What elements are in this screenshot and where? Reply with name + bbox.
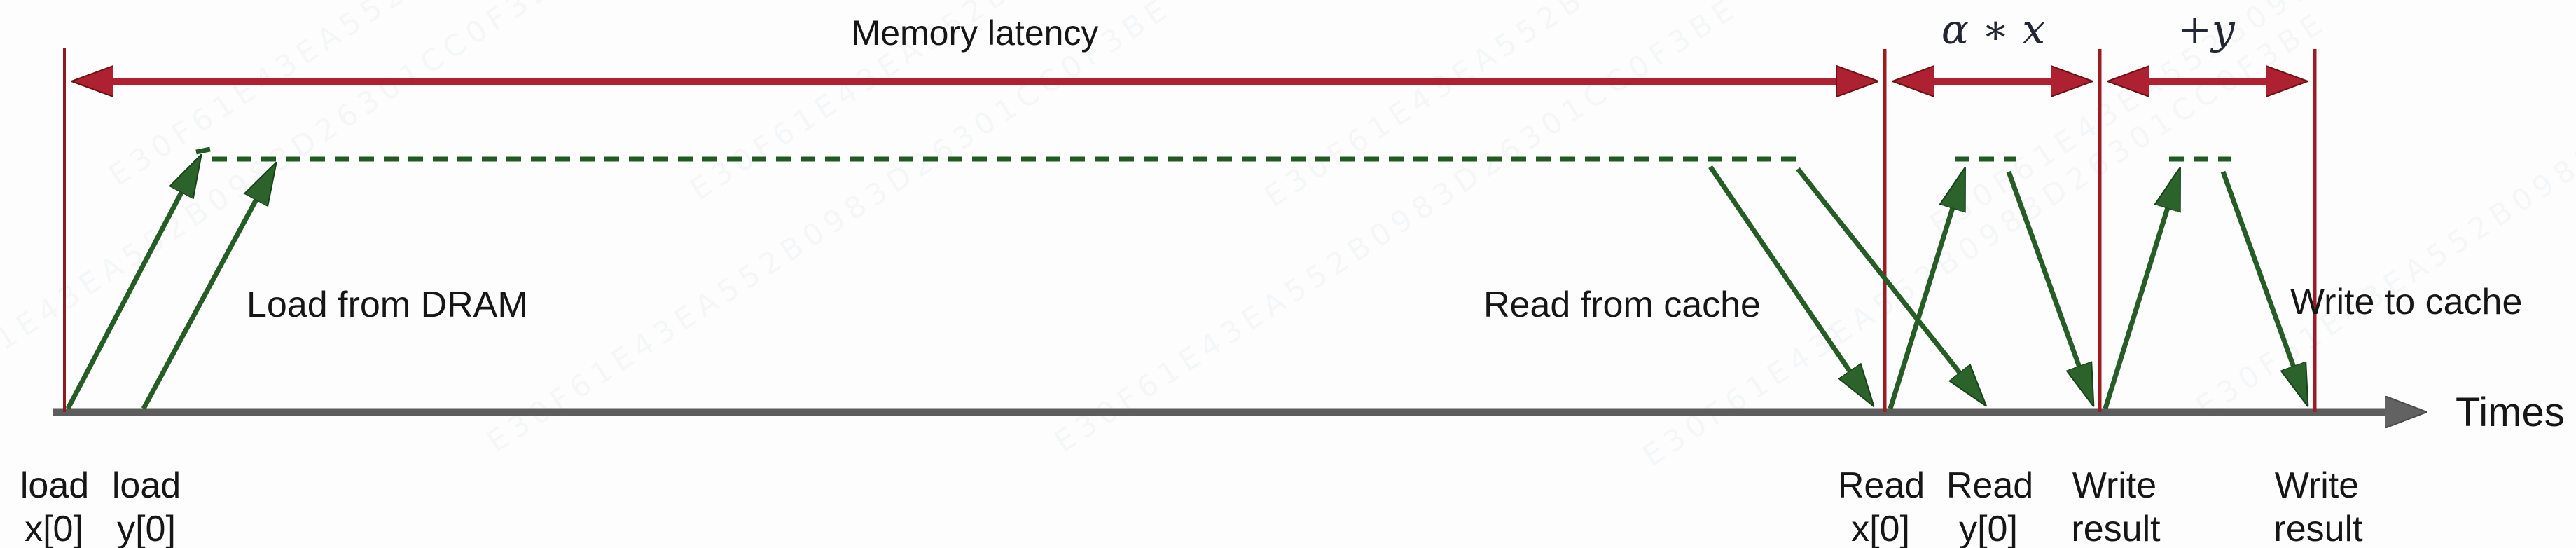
event-write-result-2-line1: Write (2275, 465, 2359, 506)
event-read-x0-line2: x[0] (1851, 509, 1910, 548)
event-read-y0-line1: Read (1946, 465, 2033, 506)
plus-y-label: +y (2177, 6, 2236, 53)
memory-latency-label: Memory latency (852, 13, 1099, 53)
load-y0-up-arrow (141, 168, 273, 410)
event-load-y0-line2: y[0] (117, 509, 176, 548)
event-write-result-2-line2: result (2273, 509, 2363, 548)
read-from-cache-label: Read from cache (1483, 285, 1761, 325)
load-from-dram-label: Load from DRAM (247, 285, 528, 325)
event-load-y0-line1: load (112, 465, 181, 506)
event-read-x0-line1: Read (1838, 465, 1925, 506)
event-write-result-1-line1: Write (2072, 465, 2156, 506)
read-y0-down-arrow (1796, 167, 1982, 401)
event-read-y0-line2: y[0] (1959, 509, 2018, 548)
write-to-cache-label: Write to cache (2290, 282, 2522, 322)
alpha-x-up-arrow (1888, 174, 1963, 410)
event-write-result-1-line2: result (2071, 509, 2161, 548)
plus-y-up-arrow (2103, 174, 2178, 410)
alpha-x-down-arrow (2006, 170, 2091, 400)
load-x0-up-arrow (65, 160, 198, 410)
alpha-x-label: α ∗ x (1941, 6, 2045, 53)
read-x0-down-arrow (1708, 165, 1870, 401)
event-load-x0-line1: load (20, 465, 89, 506)
dram-level-dash-start (195, 146, 211, 155)
time-axis-label: Times (2456, 390, 2565, 435)
plus-y-down-arrow (2220, 170, 2306, 400)
event-load-x0-line2: x[0] (25, 509, 83, 548)
